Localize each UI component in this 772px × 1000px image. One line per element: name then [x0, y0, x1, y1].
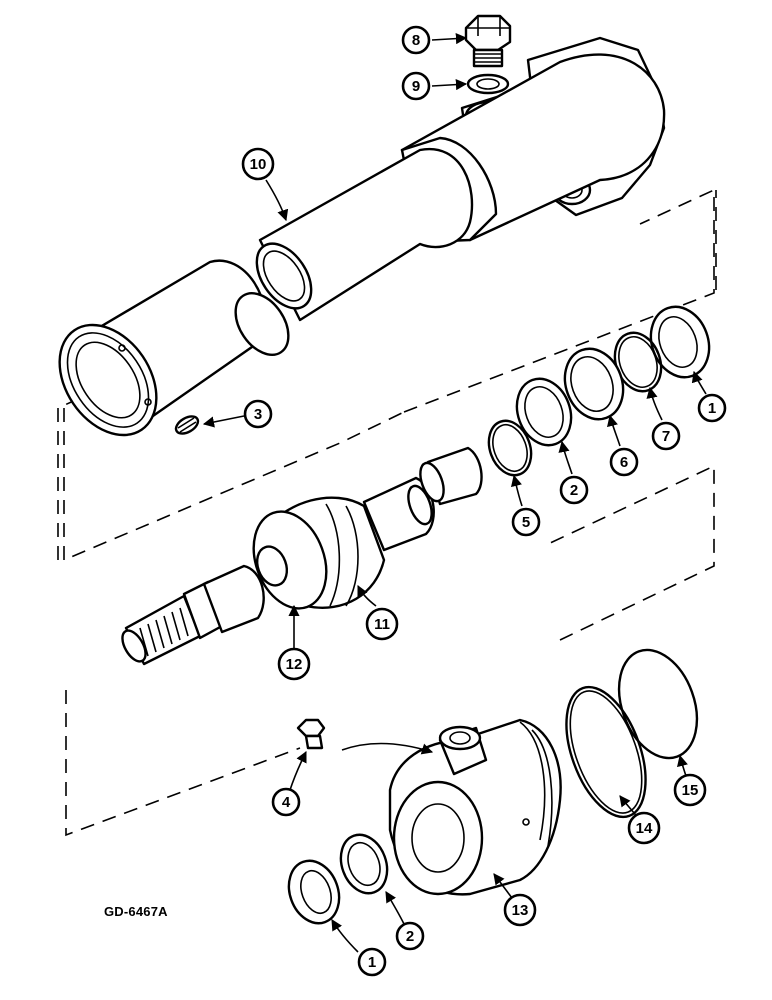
callout-12-label: 12 [286, 656, 303, 673]
callout-3: 3 [243, 399, 273, 429]
callout-7: 7 [651, 421, 681, 451]
callout-6: 6 [609, 447, 639, 477]
leader-lines [202, 33, 707, 953]
callout-4-label: 4 [282, 794, 291, 811]
callout-9: 9 [401, 71, 431, 101]
wiper-ring-6 [563, 347, 625, 421]
callout-5: 5 [511, 507, 541, 537]
callout-11: 11 [365, 607, 399, 641]
gland-head-part [388, 718, 562, 896]
washer-part [466, 73, 510, 95]
callout-10-label: 10 [250, 156, 267, 173]
cylinder-barrel-part [255, 36, 666, 322]
callout-11-label: 11 [374, 616, 390, 633]
callout-10: 10 [241, 147, 275, 181]
callout-1-upper: 1 [697, 393, 727, 423]
callout-13: 13 [503, 893, 537, 927]
callout-1-upper-label: 1 [708, 400, 716, 417]
callout-2-upper-label: 2 [570, 482, 578, 499]
set-screw-part [174, 415, 200, 435]
callout-13-label: 13 [512, 902, 529, 919]
callout-15-label: 15 [682, 782, 699, 799]
callout-12: 12 [277, 647, 311, 681]
barrel-tube-part [58, 259, 290, 437]
backup-ring-2-lower [339, 833, 389, 895]
backup-ring-2-upper [515, 377, 573, 447]
callout-5-label: 5 [522, 514, 530, 531]
seal-ring-1-lower [287, 859, 341, 925]
seal-ring-14 [565, 685, 647, 819]
callout-15: 15 [673, 773, 707, 807]
callout-8: 8 [401, 25, 431, 55]
callout-3-label: 3 [254, 406, 262, 423]
callout-2-lower: 2 [395, 921, 425, 951]
seal-ring-15 [617, 648, 699, 760]
callout-1-lower-label: 1 [368, 954, 376, 971]
callout-14-label: 14 [636, 820, 653, 837]
piston-rod-part [121, 446, 483, 666]
plug-bolt-part [464, 14, 512, 68]
callout-2-upper: 2 [559, 475, 589, 505]
callout-2-lower-label: 2 [406, 928, 414, 945]
callout-4: 4 [271, 787, 301, 817]
callout-1-lower: 1 [357, 947, 387, 977]
callout-7-label: 7 [662, 428, 670, 445]
grease-fitting-part [296, 718, 326, 750]
callout-6-label: 6 [620, 454, 628, 471]
callout-14: 14 [627, 811, 661, 845]
callout-9-label: 9 [412, 78, 420, 95]
callout-8-label: 8 [412, 32, 420, 49]
retaining-ring-5 [487, 419, 533, 477]
figure-id-label: GD-6467A [104, 904, 168, 919]
